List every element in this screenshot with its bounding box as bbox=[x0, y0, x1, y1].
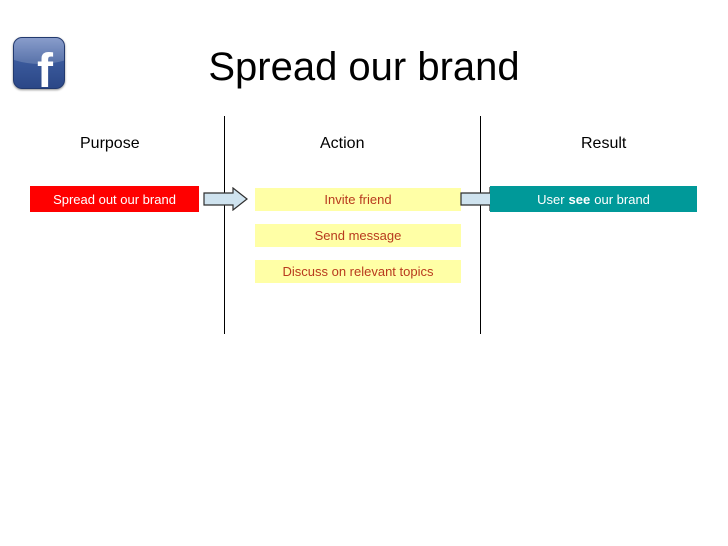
purpose-column-heading: Purpose bbox=[80, 135, 140, 152]
result-box: User see our brand bbox=[490, 186, 697, 212]
slide-title: Spread our brand bbox=[208, 45, 520, 89]
result-text-suffix: our brand bbox=[594, 191, 650, 207]
action-box-discuss-topics: Discuss on relevant topics bbox=[255, 260, 461, 283]
action-box-send-message: Send message bbox=[255, 224, 461, 247]
column-divider bbox=[224, 116, 225, 334]
facebook-logo-icon: f bbox=[13, 37, 65, 89]
column-divider bbox=[480, 116, 481, 334]
result-column-heading: Result bbox=[581, 135, 627, 152]
result-text-emphasis: see bbox=[568, 191, 591, 207]
svg-text:f: f bbox=[37, 45, 54, 89]
purpose-box: Spread out our brand bbox=[30, 186, 199, 212]
action-box-invite-friend: Invite friend bbox=[255, 188, 461, 211]
right-arrow-icon bbox=[203, 187, 248, 211]
action-column-heading: Action bbox=[320, 135, 365, 152]
result-text-prefix: User bbox=[537, 191, 565, 207]
